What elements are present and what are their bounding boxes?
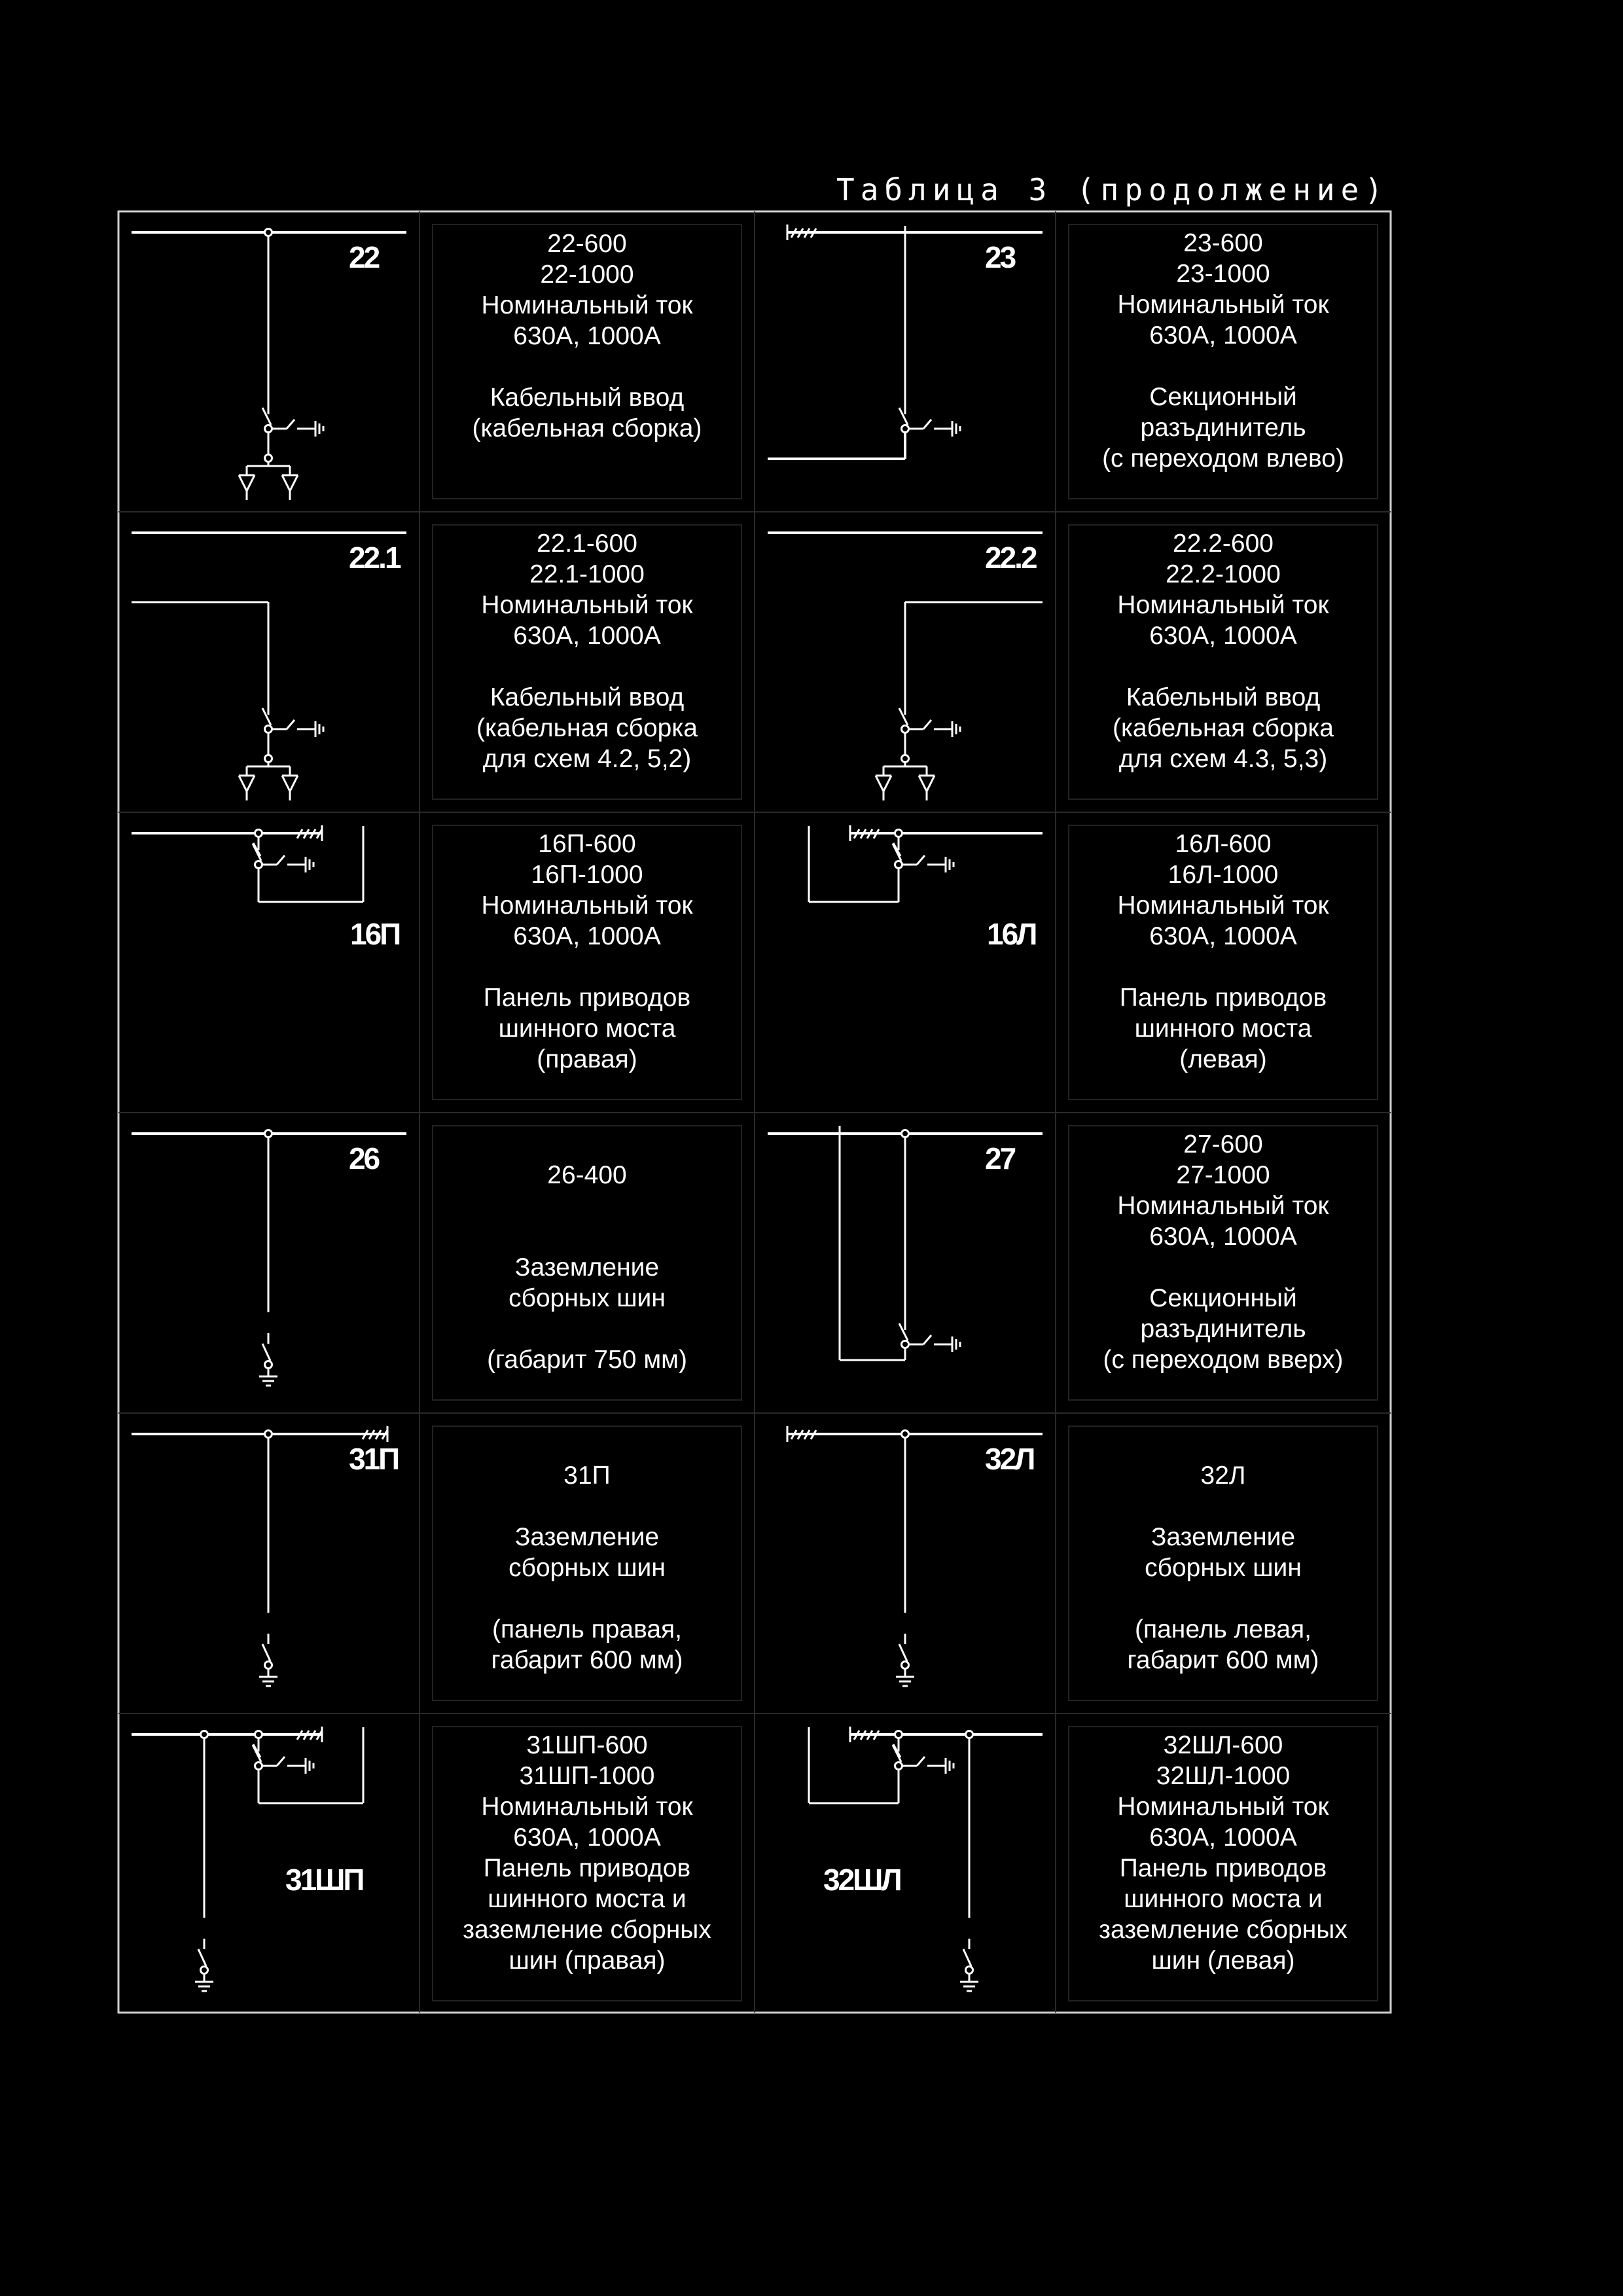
scheme-22-1	[132, 531, 406, 802]
scheme-22-2	[768, 531, 1043, 802]
scheme-code-16p: 16П	[350, 917, 401, 951]
description-32l: 32Л Заземление сборных шин (панель левая…	[1127, 1461, 1319, 1674]
scheme-32shl	[808, 1725, 1043, 1992]
scheme-32l	[786, 1425, 1043, 1687]
scheme-code-23: 23	[985, 240, 1016, 274]
scheme-code-22-2: 22.2	[985, 541, 1038, 575]
table-caption: Таблица 3 (продолжение)	[836, 172, 1389, 207]
description-26: 26-400 Заземление сборных шин (габарит 7…	[487, 1160, 687, 1374]
description-22-1: 22.1-600 22.1-1000 Номинальный ток 630А,…	[476, 529, 698, 773]
scheme-code-32l: 32Л	[985, 1442, 1035, 1476]
scheme-code-16l: 16Л	[987, 917, 1037, 951]
description-23: 23-600 23-1000 Номинальный ток 630А, 100…	[1102, 229, 1344, 473]
description-32shl: 32ШЛ-600 32ШЛ-1000 Номинальный ток 630А,…	[1099, 1731, 1347, 1975]
scheme-22	[132, 228, 406, 501]
description-27: 27-600 27-1000 Номинальный ток 630А, 100…	[1103, 1130, 1344, 1374]
scheme-26	[132, 1129, 406, 1387]
scheme-code-22: 22	[349, 240, 380, 274]
scheme-code-31shp: 31ШП	[285, 1863, 365, 1897]
scheme-27	[768, 1126, 1043, 1361]
description-31p: 31П Заземление сборных шин (панель права…	[491, 1461, 683, 1674]
scheme-code-26: 26	[349, 1141, 380, 1175]
table-grid	[118, 211, 1391, 2013]
scheme-31p	[132, 1425, 389, 1687]
description-31shp: 31ШП-600 31ШП-1000 Номинальный ток 630А,…	[463, 1731, 711, 1975]
description-16l: 16Л-600 16Л-1000 Номинальный ток 630А, 1…	[1117, 830, 1329, 1073]
scheme-code-22-1: 22.1	[349, 541, 402, 575]
scheme-code-31p: 31П	[349, 1442, 400, 1476]
scheme-code-27: 27	[985, 1141, 1016, 1175]
description-22-2: 22.2-600 22.2-1000 Номинальный ток 630А,…	[1113, 529, 1334, 773]
scheme-code-32shl: 32ШЛ	[823, 1863, 902, 1897]
scheme-16p	[132, 824, 365, 903]
description-22: 22-600 22-1000 Номинальный ток 630А, 100…	[472, 229, 702, 442]
scheme-16l	[808, 824, 1043, 903]
description-16p: 16П-600 16П-1000 Номинальный ток 630А, 1…	[481, 830, 693, 1073]
scheme-23	[768, 223, 1043, 460]
scheme-31shp	[132, 1725, 365, 1992]
